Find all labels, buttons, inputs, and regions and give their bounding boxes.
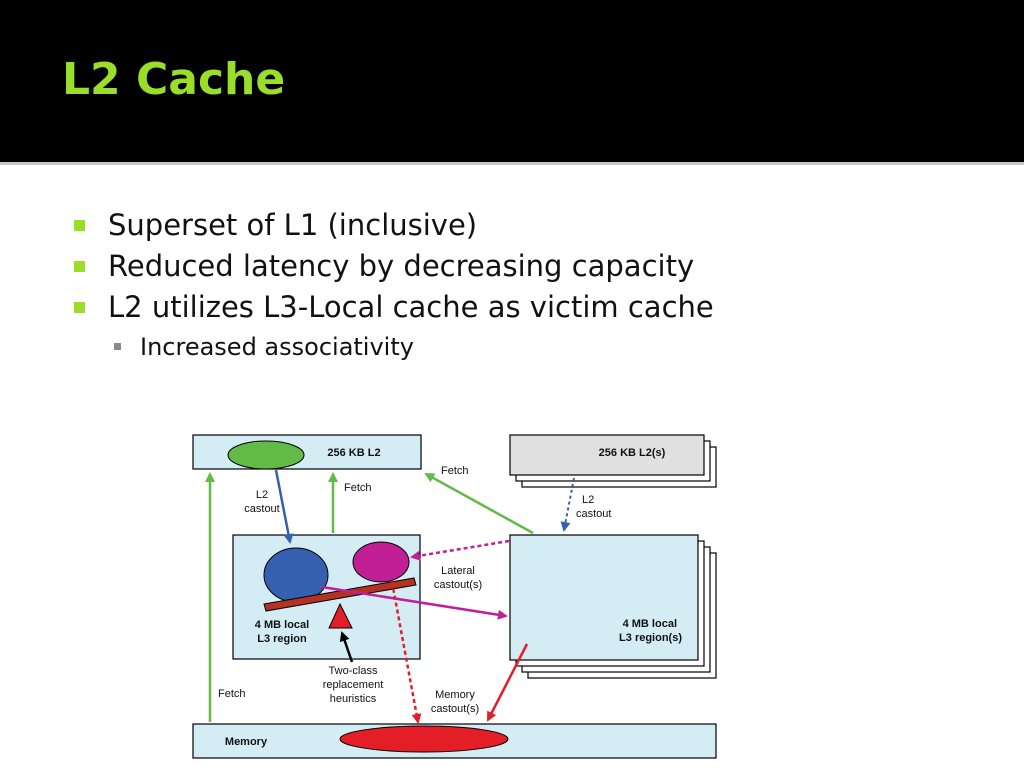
remote-l2-castout-label-line2: castout	[576, 508, 611, 520]
local-l2-box	[192, 434, 422, 470]
memory: Memory	[192, 723, 717, 759]
memory-castout-label-line1: Memory	[435, 689, 475, 701]
l3-magenta-ellipse	[352, 541, 410, 583]
heuristics-label-line3: heuristics	[330, 693, 377, 705]
heuristics-label-line1: Two-class	[329, 665, 378, 677]
remote-l3-label-line2: L3 region(s)	[619, 632, 682, 644]
title-bar: L2 Cache	[0, 0, 1024, 158]
sub-bullet-item: Increased associativity	[72, 328, 714, 366]
fetch-remote-label: Fetch	[441, 465, 469, 477]
lateral-castout-out-arrow	[321, 585, 508, 620]
slide-content: Superset of L1 (inclusive) Reduced laten…	[0, 165, 1024, 768]
remote-l2-castout-arrow	[560, 477, 575, 532]
slide-title: L2 Cache	[62, 54, 286, 105]
lateral-castout-label-line2: castout(s)	[434, 579, 482, 591]
memory-castout-label-line2: castout(s)	[431, 703, 479, 715]
bullet-item: Superset of L1 (inclusive)	[72, 205, 714, 246]
local-l3: 4 MB local L3 region	[232, 534, 421, 660]
title-divider-dark	[0, 158, 1024, 162]
l2-castout-arrow	[274, 469, 294, 544]
remote-l3-label-line1: 4 MB local	[623, 618, 677, 630]
bullet-square-icon	[74, 261, 85, 272]
memory-castout-local-arrow	[390, 581, 422, 724]
local-l3-label-line2: L3 region	[257, 633, 307, 645]
l2-castout-label-line1: L2	[256, 489, 268, 501]
bullet-text: Superset of L1 (inclusive)	[108, 208, 478, 242]
remote-l2-stack: 256 KB L2(s)	[509, 434, 717, 488]
local-l3-label-line1: 4 MB local	[255, 619, 309, 631]
local-l2-label: 256 KB L2	[327, 447, 380, 459]
remote-l2-box	[509, 434, 705, 476]
memory-castout-remote-arrow	[486, 643, 529, 722]
l3-blue-ellipse	[263, 547, 329, 603]
balance-fulcrum-triangle	[328, 602, 353, 629]
heuristics-pointer-arrow	[339, 631, 354, 663]
bullet-item: L2 utilizes L3-Local cache as victim cac…	[72, 287, 714, 328]
remote-l3-box	[509, 534, 699, 661]
remote-l2-castout-label-line1: L2	[582, 494, 594, 506]
lateral-castout-label-line1: Lateral	[441, 565, 475, 577]
title-divider-light	[0, 162, 1024, 165]
sub-bullet-text: Increased associativity	[140, 333, 414, 361]
memory-red-ellipse	[339, 725, 509, 753]
lateral-castout-in-arrow	[410, 539, 510, 561]
sub-bullet-square-icon	[114, 343, 121, 350]
bullet-square-icon	[74, 220, 85, 231]
heuristics-label-line2: replacement	[323, 679, 384, 691]
local-l2-ellipse	[227, 440, 305, 470]
remote-l2-label: 256 KB L2(s)	[599, 447, 666, 459]
bullet-text: L2 utilizes L3-Local cache as victim cac…	[108, 290, 714, 324]
bullet-square-icon	[74, 302, 85, 313]
arrows	[205, 469, 575, 724]
bullet-text: Reduced latency by decreasing capacity	[108, 249, 695, 283]
bullet-item: Reduced latency by decreasing capacity	[72, 246, 714, 287]
memory-label: Memory	[225, 736, 268, 748]
bullet-list: Superset of L1 (inclusive) Reduced laten…	[72, 205, 714, 366]
fetch-l3-label: Fetch	[344, 482, 372, 494]
l2-castout-label-line2: castout	[244, 503, 279, 515]
local-l2: 256 KB L2	[192, 434, 422, 470]
fetch-memory-label: Fetch	[218, 688, 246, 700]
remote-l3-stack: 4 MB local L3 region(s)	[509, 534, 717, 679]
fetch-remote-arrow	[424, 472, 534, 535]
diagram-labels: L2 castout Fetch Fetch L2 castout Latera…	[218, 465, 611, 715]
replacement-balance-bar	[263, 577, 417, 612]
